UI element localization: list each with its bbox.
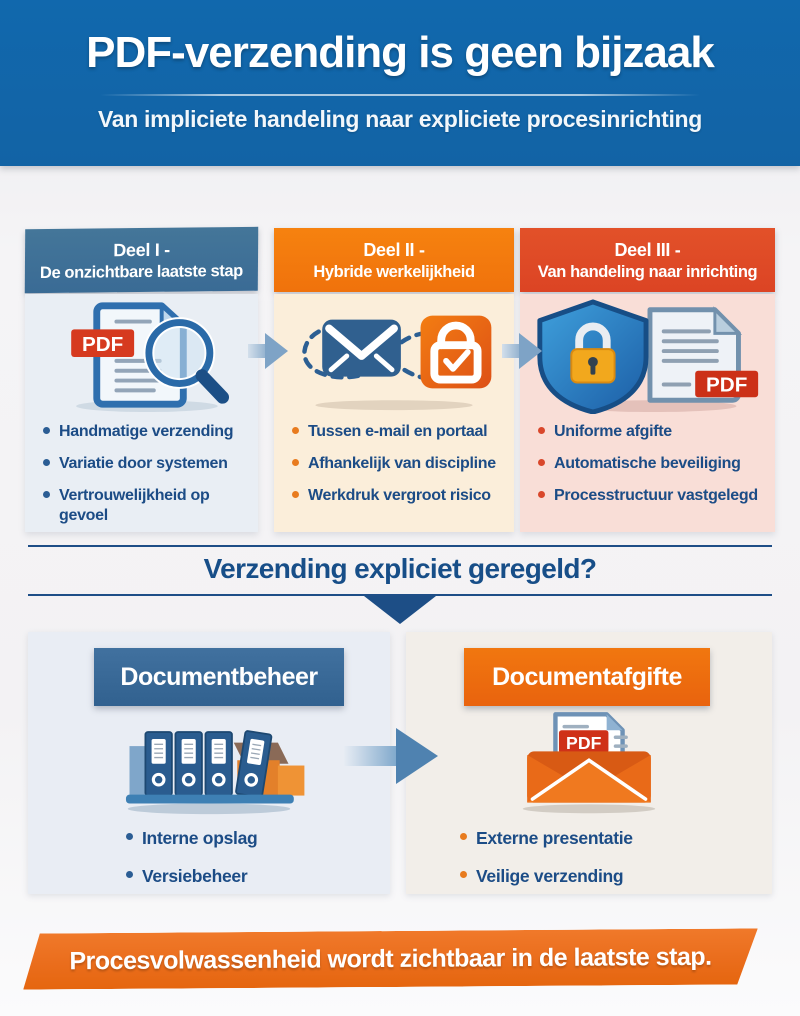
arrow-down-icon (364, 596, 436, 624)
documentafgifte-title: Documentafgifte (492, 662, 682, 691)
bullet-dot-icon (460, 833, 467, 840)
bullet-dot-icon (460, 871, 467, 878)
question-top-rule (28, 545, 772, 547)
bullet-dot-icon (43, 459, 50, 467)
column-1-icon-zone: PDF (25, 294, 258, 416)
column-2-icon-zone (274, 294, 514, 416)
bullet-dot-icon (538, 459, 545, 467)
list-item-label: Externe presentatie (476, 828, 633, 848)
question-bottom-rule (28, 594, 772, 596)
list-item: Handmatige verzending (41, 422, 252, 441)
documentafgifte-header: Documentafgifte (464, 648, 710, 706)
list-item-label: Interne opslag (142, 828, 258, 848)
pdf-badge-label: PDF (82, 333, 123, 356)
conclusion-ribbon: Procesvolwassenheid wordt zichtbaar in d… (23, 928, 758, 989)
binders-archive-icon (125, 730, 305, 815)
documentafgifte-panel: Documentafgifte PDF (406, 632, 772, 894)
list-item: Vertrouwelijkheid op gevoel (41, 486, 252, 524)
arrow-tail (344, 746, 398, 766)
email-and-secure-lock-loop-icon (302, 315, 492, 411)
documentbeheer-panel: Documentbeheer (28, 632, 390, 894)
list-item-label: Versiebeheer (142, 866, 248, 886)
pdf-badge-label: PDF (566, 733, 602, 753)
list-item: Automatische beveiliging (536, 454, 769, 473)
documentafgifte-bullet-list: Externe presentatie Veilige verzending (458, 828, 633, 904)
page-subtitle: Van impliciete handeling naar expliciete… (97, 106, 703, 132)
column-3-title-line1: Deel III - (614, 239, 681, 260)
title-divider (100, 94, 700, 96)
arrow-right-icon (502, 333, 542, 369)
arrow-head (519, 333, 542, 369)
list-item-label: Handmatige verzending (59, 423, 234, 440)
list-item: Externe presentatie (458, 828, 633, 849)
list-item: Uniforme afgifte (536, 422, 769, 441)
arrow-tail (502, 344, 521, 358)
header-banner: PDF-verzending is geen bijzaak Van impli… (0, 0, 800, 166)
arrow-right-icon (344, 728, 440, 784)
column-1-header: Deel I - De onzichtbare laatste stap (24, 226, 259, 294)
question-text: Verzending expliciet geregeld? (203, 553, 597, 584)
documentafgifte-icon-zone: PDF (406, 708, 772, 816)
column-1-panel: PDF Handmatige verzending Variatie door … (25, 294, 258, 532)
list-item: Tussen e-mail en portaal (290, 422, 508, 441)
list-item-label: Afhankelijk van discipline (308, 455, 496, 473)
list-item-label: Variatie door systemen (59, 455, 228, 473)
bullet-dot-icon (292, 427, 299, 434)
documentbeheer-icon-zone (28, 708, 390, 816)
documentbeheer-bullet-list: Interne opslag Versiebeheer (124, 828, 258, 904)
column-1-title-line1: Deel I - (113, 239, 170, 260)
column-2-title-line2: Hybride werkelijkheid (313, 262, 475, 281)
arrow-tail (248, 344, 267, 358)
bullet-dot-icon (292, 459, 299, 467)
bullet-dot-icon (126, 833, 133, 840)
list-item: Werkdruk vergroot risico (290, 486, 508, 505)
list-item: Afhankelijk van discipline (290, 454, 508, 473)
list-item: Interne opslag (124, 828, 258, 849)
column-2-header: Deel II - Hybride werkelijkheid (274, 228, 514, 292)
list-item-label: Veilige verzending (476, 866, 624, 886)
list-item-label: Processtructuur vastgelegd (554, 487, 758, 505)
column-2-title-line1: Deel II - (363, 239, 425, 260)
arrow-head (265, 333, 288, 369)
list-item-label: Uniforme afgifte (554, 423, 672, 440)
envelope-pdf-icon: PDF (522, 712, 656, 814)
column-3-header: Deel III - Van handeling naar inrichting (520, 228, 775, 292)
list-item-label: Automatische beveiliging (554, 455, 741, 473)
column-3-panel: PDF Uniforme afgifte Automatische beveil… (520, 294, 775, 532)
column-2-panel: Tussen e-mail en portaal Afhankelijk van… (274, 294, 514, 532)
documentbeheer-header: Documentbeheer (94, 648, 344, 706)
column-3-bullet-list: Uniforme afgifte Automatische beveiligin… (536, 422, 769, 519)
pdf-document-magnifier-icon: PDF (70, 302, 229, 413)
list-item-label: Vertrouwelijkheid op gevoel (59, 487, 210, 524)
arrow-head (396, 728, 438, 784)
list-item-label: Tussen e-mail en portaal (308, 423, 488, 440)
arrow-right-icon (248, 333, 288, 369)
list-item: Variatie door systemen (41, 454, 252, 473)
pdf-badge-label: PDF (706, 373, 747, 396)
bullet-dot-icon (538, 491, 545, 499)
bullet-dot-icon (538, 427, 545, 434)
conclusion-text: Procesvolwassenheid wordt zichtbaar in d… (69, 942, 712, 975)
bullet-dot-icon (126, 871, 133, 878)
list-item-label: Werkdruk vergroot risico (308, 487, 491, 505)
column-1-title-line2: De onzichtbare laatste stap (39, 261, 243, 282)
documentbeheer-title: Documentbeheer (120, 662, 318, 691)
list-item: Veilige verzending (458, 866, 633, 887)
bullet-dot-icon (292, 491, 299, 499)
column-2-bullet-list: Tussen e-mail en portaal Afhankelijk van… (290, 422, 508, 519)
bullet-dot-icon (43, 427, 50, 434)
column-3-icon-zone: PDF (520, 294, 775, 416)
bullet-dot-icon (43, 491, 50, 499)
list-item: Processtructuur vastgelegd (536, 486, 769, 505)
column-3-title-line2: Van handeling naar inrichting (537, 262, 758, 281)
column-1-bullet-list: Handmatige verzending Variatie door syst… (41, 422, 252, 538)
page-title: PDF-verzending is geen bijzaak (86, 28, 715, 77)
list-item: Versiebeheer (124, 866, 257, 887)
shield-lock-pdf-document-icon: PDF (536, 299, 758, 414)
